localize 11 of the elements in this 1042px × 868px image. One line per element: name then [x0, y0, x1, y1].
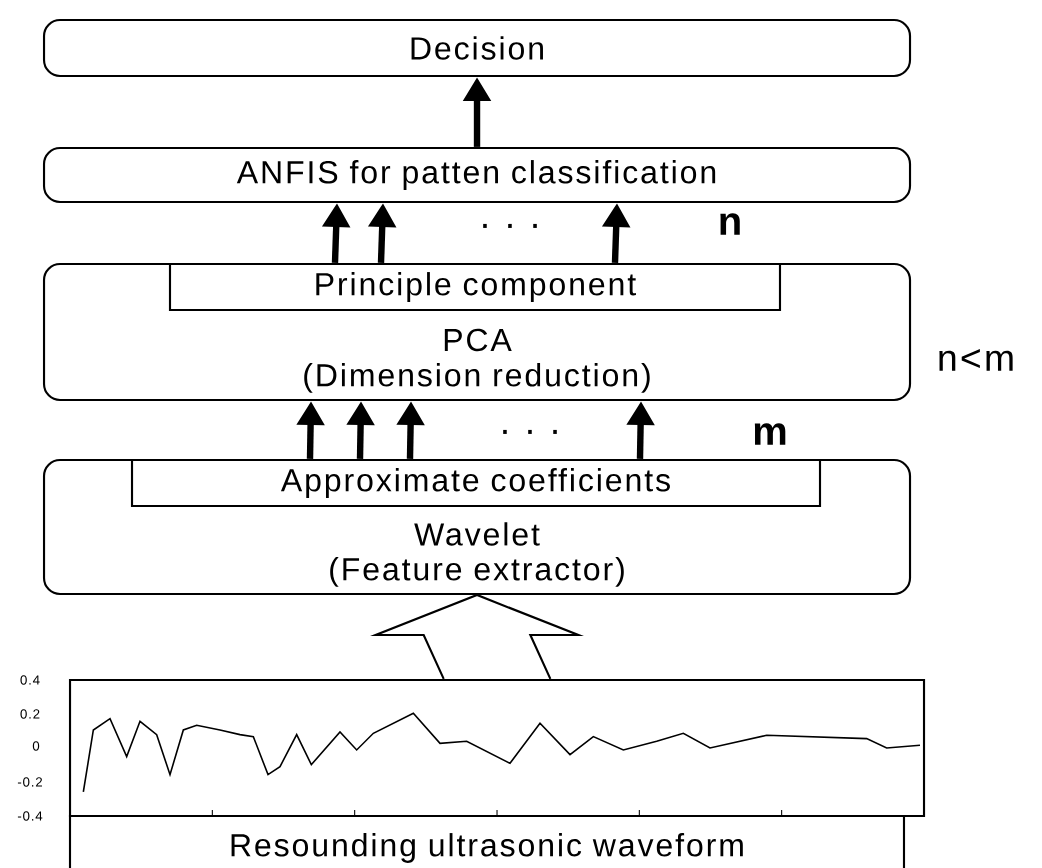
variable-label: n — [720, 213, 740, 235]
dots: · · · — [483, 223, 537, 228]
process-box: ANFIS for patten classification — [42, 146, 912, 204]
variable-label: n<m — [939, 349, 1013, 371]
variable-label: m — [754, 423, 786, 445]
block-arrow — [370, 593, 584, 680]
input-box: Resounding ultrasonic waveform — [68, 814, 906, 868]
process-box: Decision — [42, 18, 912, 78]
waveform-plot — [68, 678, 926, 818]
output-box: Approximate coefficients — [130, 458, 822, 508]
output-box: Principle component — [168, 262, 782, 312]
